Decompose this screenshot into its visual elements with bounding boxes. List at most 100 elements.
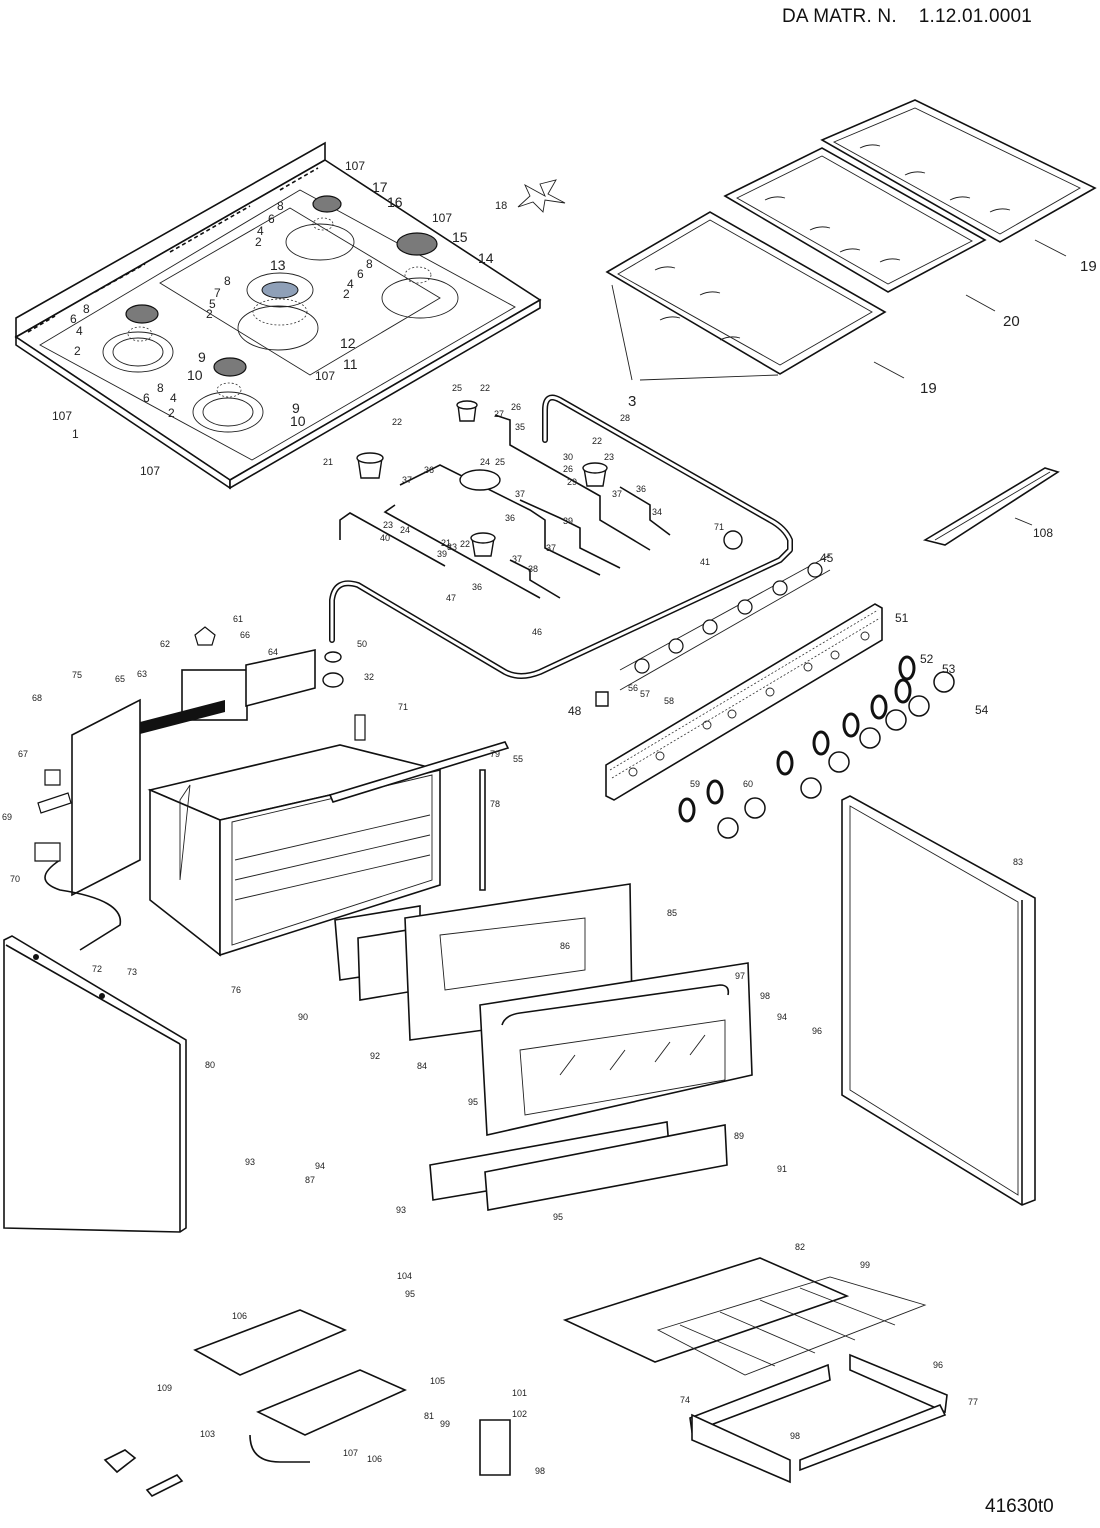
callout-46: 46 — [532, 627, 542, 637]
callout-48: 48 — [568, 704, 582, 718]
callout-20: 20 — [1003, 313, 1020, 330]
callout-57: 57 — [640, 689, 650, 699]
callout-23: 23 — [383, 520, 393, 530]
callout-96: 96 — [812, 1026, 822, 1036]
callout-96: 96 — [933, 1360, 943, 1370]
callout-93: 93 — [396, 1205, 406, 1215]
callout-73: 73 — [127, 967, 137, 977]
callout-105: 105 — [430, 1376, 445, 1386]
wok-support — [517, 179, 566, 213]
callout-2: 2 — [206, 307, 213, 321]
callout-95: 95 — [405, 1289, 415, 1299]
callout-30: 30 — [563, 452, 573, 462]
callout-106: 106 — [367, 1454, 382, 1464]
callout-93: 93 — [245, 1157, 255, 1167]
pan-supports — [605, 99, 1097, 381]
callout-85: 85 — [667, 908, 677, 918]
callout-81: 81 — [424, 1411, 434, 1421]
callout-2: 2 — [168, 406, 175, 420]
callout-8: 8 — [83, 302, 90, 316]
callout-97: 97 — [735, 971, 745, 981]
callout-104: 104 — [397, 1271, 412, 1281]
callout-102: 102 — [512, 1409, 527, 1419]
callout-106: 106 — [232, 1311, 247, 1321]
callout-37: 37 — [546, 543, 556, 553]
callout-2: 2 — [343, 287, 350, 301]
callout-35: 35 — [515, 422, 525, 432]
callout-18: 18 — [495, 200, 507, 212]
callout-15: 15 — [452, 229, 468, 245]
burner-wok-center — [237, 272, 319, 351]
callout-56: 56 — [628, 683, 638, 693]
callout-26: 26 — [511, 402, 521, 412]
callout-41: 41 — [700, 557, 710, 567]
callout-6: 6 — [268, 212, 275, 226]
callout-39: 39 — [563, 516, 573, 526]
callout-6: 6 — [70, 312, 77, 326]
callout-72: 72 — [92, 964, 102, 974]
callout-4: 4 — [347, 277, 354, 291]
hob-top-assembly — [14, 141, 542, 490]
callout-19: 19 — [1080, 258, 1097, 275]
callout-51: 51 — [895, 611, 909, 625]
callout-67: 67 — [18, 749, 28, 759]
callout-53: 53 — [942, 662, 956, 676]
callout-50: 50 — [357, 639, 367, 649]
callout-4: 4 — [76, 324, 83, 338]
vent-slots — [27, 167, 319, 333]
callout-62: 62 — [160, 639, 170, 649]
callout-69: 69 — [2, 812, 12, 822]
callout-32: 32 — [364, 672, 374, 682]
callout-94: 94 — [777, 1012, 787, 1022]
callout-5: 5 — [209, 297, 216, 311]
callout-71: 71 — [398, 702, 408, 712]
callout-9: 9 — [292, 400, 300, 416]
drawing-header-serial: DA MATR. N. 1.12.01.0001 — [782, 6, 1033, 27]
callout-98: 98 — [535, 1466, 545, 1476]
callout-24: 24 — [480, 457, 490, 467]
callout-77: 77 — [968, 1397, 978, 1407]
callout-19: 19 — [920, 380, 937, 397]
callout-34: 34 — [652, 507, 662, 517]
callout-91: 91 — [777, 1164, 787, 1174]
side-panel-left — [3, 935, 187, 1233]
callout-37: 37 — [515, 489, 525, 499]
callout-66: 66 — [240, 630, 250, 640]
callout-45: 45 — [820, 551, 834, 565]
callout-26: 26 — [563, 464, 573, 474]
callout-14: 14 — [478, 250, 494, 266]
callout-21: 21 — [323, 457, 333, 467]
callout-36: 36 — [472, 582, 482, 592]
callout-108: 108 — [1033, 526, 1053, 540]
burner-front-center — [192, 357, 264, 433]
callout-7: 7 — [214, 286, 221, 300]
callout-68: 68 — [32, 693, 42, 703]
oven-cavity — [34, 626, 510, 957]
callout-107: 107 — [345, 159, 365, 173]
callout-87: 87 — [305, 1175, 315, 1185]
callout-98: 98 — [790, 1431, 800, 1441]
callout-103: 103 — [200, 1429, 215, 1439]
callout-6: 6 — [143, 391, 150, 405]
callout-4: 4 — [170, 391, 177, 405]
callout-76: 76 — [231, 985, 241, 995]
callout-107: 107 — [52, 409, 72, 423]
callout-99: 99 — [860, 1260, 870, 1270]
callout-101: 101 — [512, 1388, 527, 1398]
callout-89: 89 — [734, 1131, 744, 1141]
callout-107: 107 — [343, 1448, 358, 1458]
callout-36: 36 — [424, 465, 434, 475]
callout-8: 8 — [277, 199, 284, 213]
callout-6: 6 — [357, 267, 364, 281]
burners-lower — [103, 1309, 511, 1497]
callout-40: 40 — [380, 533, 390, 543]
callout-38: 38 — [528, 564, 538, 574]
control-panel — [605, 603, 955, 839]
callout-95: 95 — [553, 1212, 563, 1222]
callout-3: 3 — [628, 393, 636, 410]
callout-33: 33 — [447, 542, 457, 552]
callout-82: 82 — [795, 1242, 805, 1252]
oven-door — [334, 883, 753, 1211]
callout-9: 9 — [198, 349, 206, 365]
